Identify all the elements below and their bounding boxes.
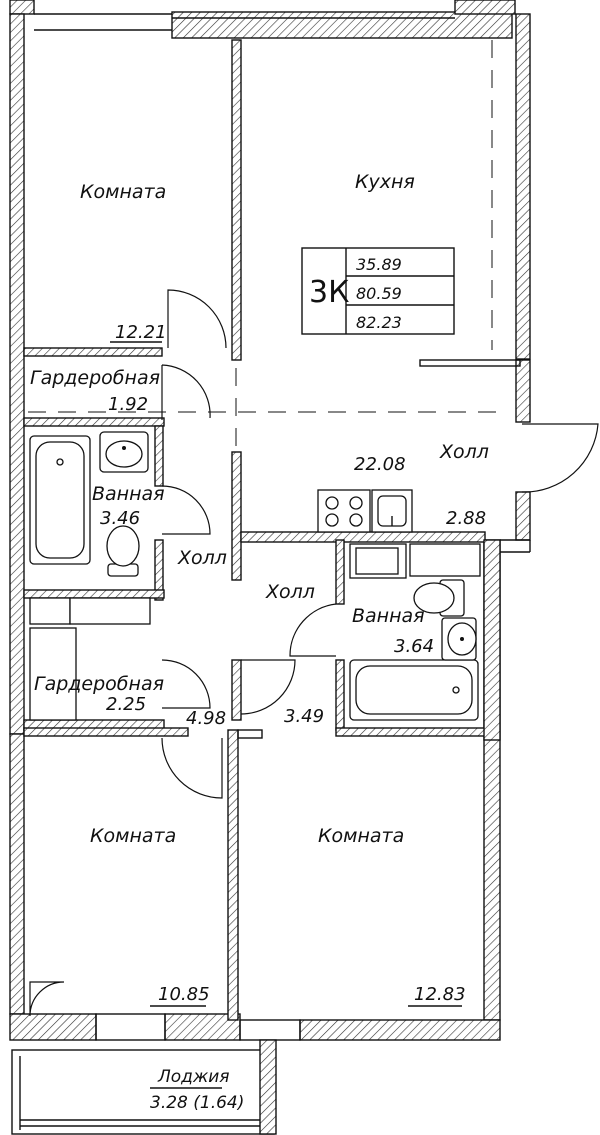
area-underlines [110, 341, 462, 1089]
bathroom-right-name: Ванная [352, 605, 425, 627]
wardrobe-top-name: Гардеробная [30, 367, 160, 389]
hall-left-area: 4.98 [186, 708, 226, 729]
wall-right-mid [515, 359, 531, 423]
interior-walls [23, 39, 521, 1021]
wall-room-kitchen [231, 39, 242, 361]
fixtures [29, 431, 481, 721]
apartment-type-label: 3К [309, 275, 349, 310]
total-area-value: 80.59 [356, 284, 402, 303]
exterior-walls [9, 0, 531, 1041]
stove [317, 489, 371, 533]
wardrobe-bottom-area: 2.25 [106, 694, 146, 715]
wall-left-upper [9, 13, 25, 735]
hall-left-name: Холл [177, 547, 227, 569]
doors [29, 289, 599, 1017]
apartment-summary-box: 3К 35.89 80.59 82.23 [301, 247, 455, 335]
room-bottom-left-name: Комната [90, 825, 176, 847]
wall-top-left [9, 0, 35, 15]
wall-right-entry [515, 491, 531, 541]
bathroom-left-area: 3.46 [100, 508, 140, 529]
loggia [11, 1039, 277, 1135]
loggia-area: 3.28 (1.64) [150, 1093, 244, 1113]
wall-right-upper [515, 13, 531, 360]
bathroom-left-name: Ванная [92, 483, 165, 505]
wall-bottom-left [9, 1013, 97, 1041]
wall-between-bottom-rooms [227, 729, 239, 1021]
total-area-with-loggia-value: 82.23 [356, 313, 402, 332]
wall-top-window [171, 11, 513, 39]
loggia-name: Лоджия [157, 1067, 230, 1087]
wall-top-right [454, 0, 516, 15]
hall-kitchen-area: 22.08 [354, 454, 406, 475]
hall-entry-name: Холл [439, 441, 489, 463]
room-top-left-area: 12.21 [115, 322, 167, 343]
zone-lines [28, 40, 500, 450]
room-top-left-name: Комната [80, 181, 166, 203]
hall-entry-area: 2.88 [446, 508, 486, 529]
wardrobe-bottom-name: Гардеробная [34, 673, 164, 695]
wardrobe-top-area: 1.92 [108, 394, 148, 415]
hall-center-name: Холл [265, 581, 315, 603]
wall-left-lower [9, 733, 25, 1015]
room-bottom-right-area: 12.83 [414, 984, 466, 1005]
room-bottom-left-area: 10.85 [158, 984, 210, 1005]
wall-bottom-right [299, 1019, 501, 1041]
room-labels: Комната 12.21 Кухня Гардеробная 1.92 Ван… [30, 171, 489, 1113]
living-area-value: 35.89 [356, 255, 402, 274]
kitchen-name: Кухня [355, 171, 415, 193]
bathroom-right-area: 3.64 [394, 636, 434, 657]
room-bottom-right-name: Комната [318, 825, 404, 847]
hall-center-area: 3.49 [284, 706, 324, 727]
